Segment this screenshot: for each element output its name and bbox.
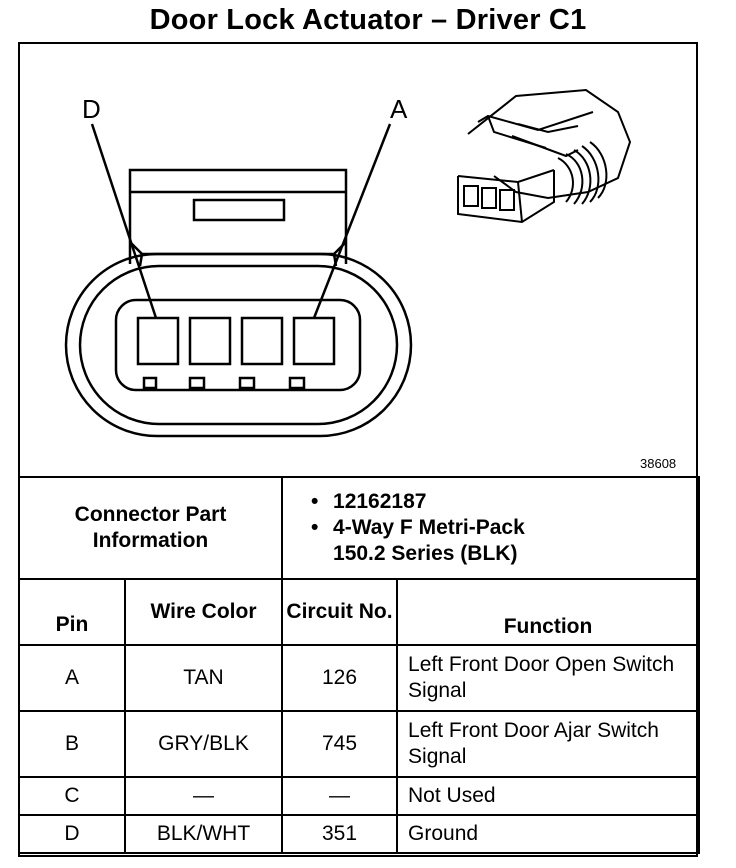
table-row: A TAN 126 Left Front Door Open Switch Si… — [18, 644, 701, 712]
diagram-frame — [18, 42, 698, 857]
pin-label-a: A — [390, 94, 408, 124]
header-circuit-no: Circuit No. — [281, 578, 399, 646]
wire-color-cell: BLK/WHT — [123, 814, 284, 854]
connector-isometric-illustration — [457, 88, 632, 224]
wire-color-cell: GRY/BLK — [123, 710, 284, 778]
connector-info-details: • 12162187 • 4-Way F Metri-Pack 150.2 Seri… — [281, 476, 701, 580]
part-number: 12162187 — [333, 490, 427, 513]
connector-info-row: Connector Part Information • 12162187 • 4-… — [17, 476, 701, 580]
figure-number: 38608 — [640, 456, 677, 471]
function-cell: Left Front Door Open Switch Signal — [396, 644, 701, 712]
connector-face-drawing — [64, 123, 413, 438]
function-cell: Ground — [396, 814, 701, 854]
pin-cell: D — [18, 814, 126, 854]
part-number-line: • 12162187 — [311, 489, 698, 515]
wire-color-cell: TAN — [123, 644, 284, 712]
bullet-icon: • — [311, 490, 319, 513]
connector-info-label-text: Connector Part Information — [74, 503, 227, 552]
table-row: B GRY/BLK 745 Left Front Door Ajar Switc… — [18, 710, 701, 778]
bullet-icon: • — [311, 516, 319, 539]
header-function: Function — [396, 578, 701, 646]
header-wire-color: Wire Color — [123, 578, 284, 646]
page-title: Door Lock Actuator – Driver C1 — [149, 4, 587, 36]
function-cell: Left Front Door Ajar Switch Signal — [396, 710, 701, 778]
connector-description-2: 150.2 Series (BLK) — [333, 542, 518, 565]
circuit-cell: — — [281, 776, 399, 816]
connector-info-label: Connector Part Information — [17, 476, 284, 580]
connector-description-line: • 4-Way F Metri-Pack 150.2 Series (BLK) — [311, 515, 698, 567]
table-row: C — — Not Used — [18, 776, 701, 816]
pin-cell: C — [18, 776, 126, 816]
circuit-cell: 126 — [281, 644, 399, 712]
header-pin: Pin — [18, 578, 126, 646]
connector-description-1: 4-Way F Metri-Pack — [333, 516, 525, 539]
circuit-cell: 745 — [281, 710, 399, 778]
pin-cell: A — [18, 644, 126, 712]
connector-diagram: D A — [64, 88, 632, 438]
pin-label-d: D — [82, 94, 101, 124]
circuit-cell: 351 — [281, 814, 399, 854]
table-row: D BLK/WHT 351 Ground — [18, 814, 701, 854]
wire-color-cell: — — [123, 776, 284, 816]
function-cell: Not Used — [396, 776, 701, 816]
pin-cell: B — [18, 710, 126, 778]
table-header-row: Pin Wire Color Circuit No. Function — [18, 578, 701, 646]
pinout-table: Connector Part Information • 12162187 • 4-… — [17, 476, 701, 854]
